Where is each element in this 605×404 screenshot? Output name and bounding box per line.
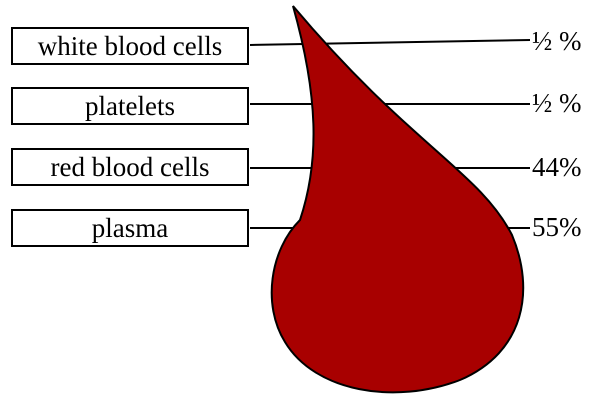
blood-drop-shape <box>272 6 524 392</box>
percent-platelets: ½ % <box>532 88 582 118</box>
leader-line-white-blood-cells <box>250 40 530 45</box>
label-platelets: platelets <box>12 88 248 124</box>
percent-white-blood-cells: ½ % <box>532 26 582 56</box>
label-text: red blood cells <box>51 152 210 182</box>
label-plasma: plasma <box>12 210 248 246</box>
label-red-blood-cells: red blood cells <box>12 149 248 185</box>
percent-plasma: 55% <box>532 212 582 242</box>
label-text: white blood cells <box>38 31 222 61</box>
label-text: platelets <box>85 91 175 121</box>
label-text: plasma <box>92 213 168 243</box>
percent-red-blood-cells: 44% <box>532 152 582 182</box>
label-white-blood-cells: white blood cells <box>12 28 248 64</box>
